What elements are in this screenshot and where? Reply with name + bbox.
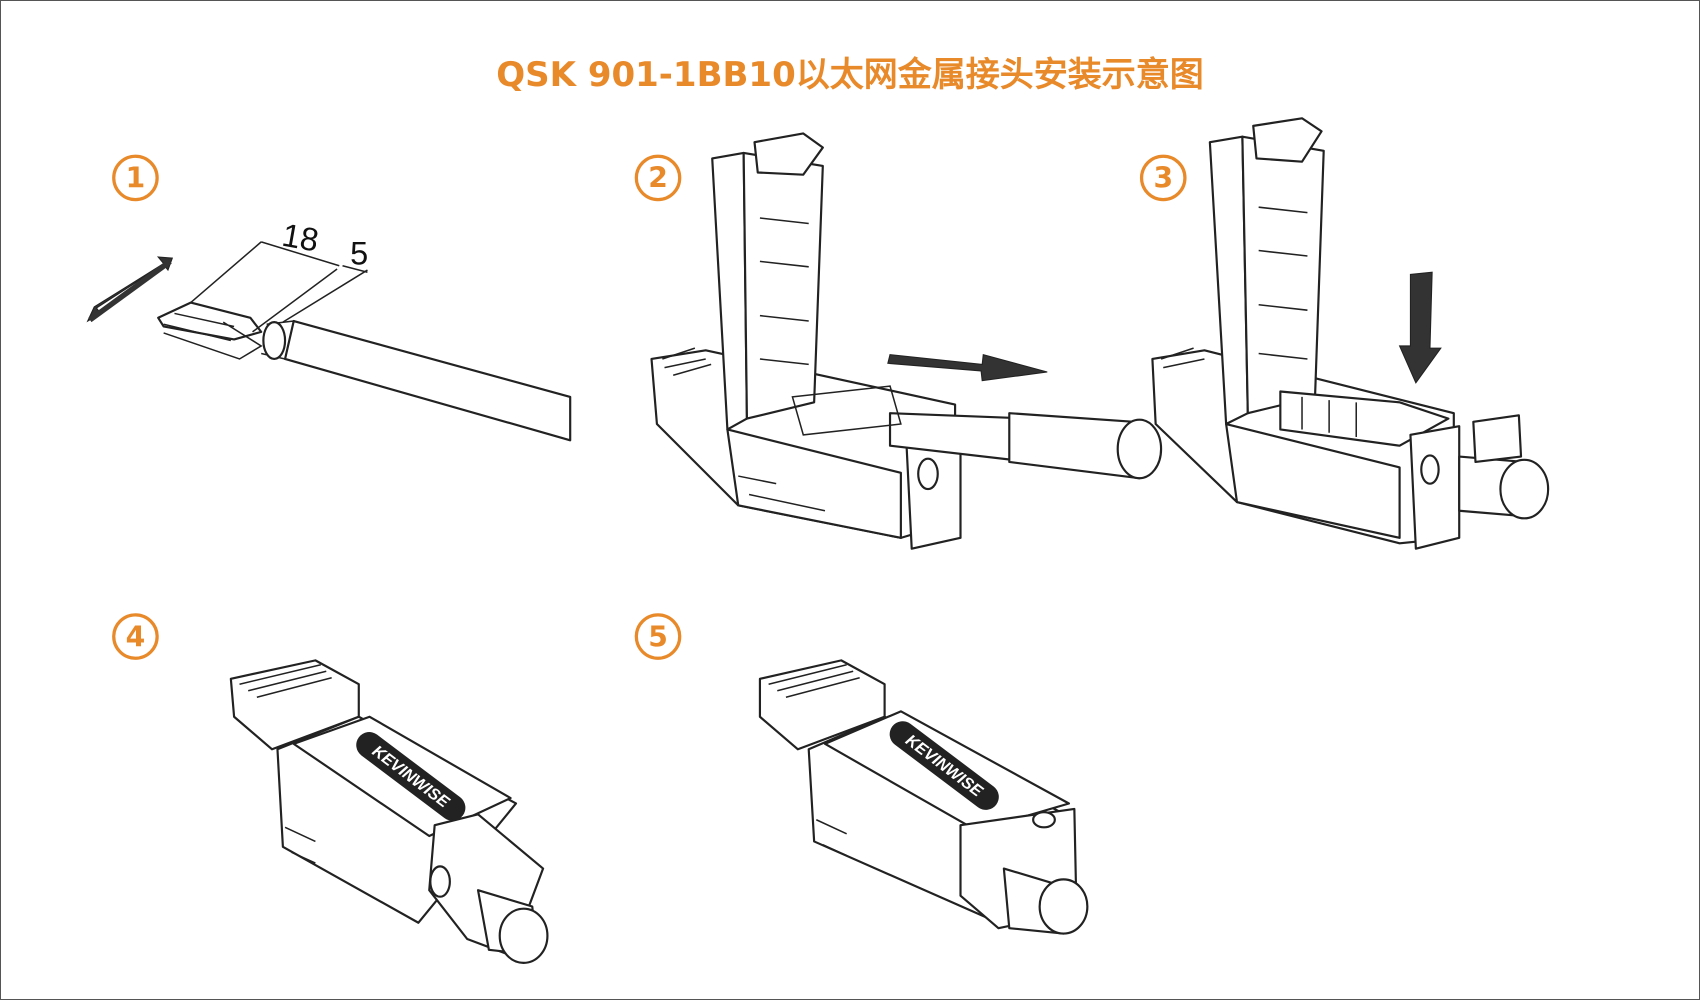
step-4-number: 4	[126, 620, 146, 653]
dimension-18: 18	[279, 217, 321, 259]
step-2-marker: 2	[634, 154, 682, 202]
step-1-marker: 1	[112, 154, 159, 202]
press-down-arrow-icon	[1398, 271, 1442, 384]
step-3-marker: 3	[1139, 154, 1187, 202]
step-2-number: 2	[648, 162, 668, 195]
step-4-marker: 4	[112, 613, 159, 660]
step-1-number: 1	[126, 162, 146, 195]
dimension-5: 5	[350, 236, 368, 272]
step-3-number: 3	[1153, 162, 1173, 195]
step-5-number: 5	[648, 620, 668, 653]
step-4-connector-closing-illustration: KEVINWISE	[229, 659, 549, 964]
step-5-marker: 5	[634, 613, 682, 660]
step-3-connector-press-illustration	[1151, 117, 1550, 550]
step-2-connector-open-illustration	[650, 132, 1163, 550]
step-5-connector-closed-illustration: KEVINWISE	[758, 659, 1089, 935]
step-1-cable-illustration: 18 5	[86, 217, 572, 442]
insert-arrow-icon	[887, 353, 1048, 382]
diagram-title: QSK 901-1BB10以太网金属接头安装示意图	[496, 55, 1204, 95]
